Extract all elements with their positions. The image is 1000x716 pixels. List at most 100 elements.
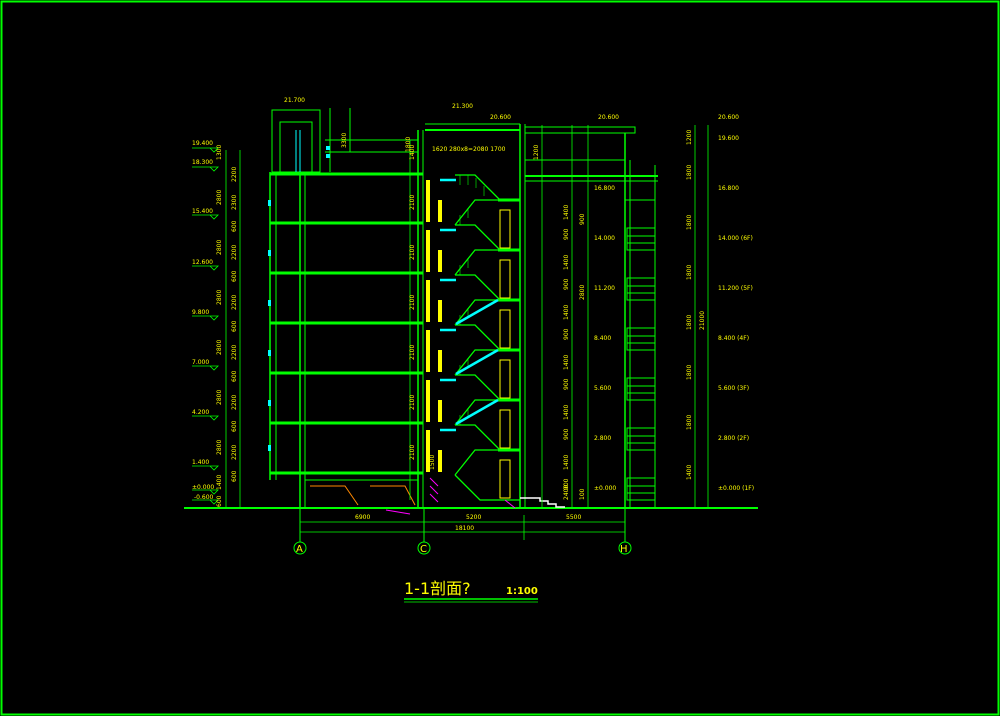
mid-elev-5: 5.600 xyxy=(594,385,611,392)
svg-text:1200: 1200 xyxy=(686,130,693,145)
stair-top-label: 1620 280x8=2080 1700 xyxy=(432,146,506,153)
right-elev-5: 8.400 (4F) xyxy=(718,335,749,342)
mid-elev-3: 11.200 xyxy=(594,285,615,292)
svg-text:2100: 2100 xyxy=(409,245,416,260)
top-label-2: 21.300 xyxy=(452,103,473,110)
left-elev-9: ±0.000 xyxy=(192,484,214,491)
svg-text:1400: 1400 xyxy=(563,355,570,370)
svg-text:1400: 1400 xyxy=(216,475,223,490)
svg-text:600: 600 xyxy=(231,320,238,332)
left-elev-2: 18.300 xyxy=(192,159,213,166)
left-facade-windows xyxy=(268,146,330,451)
grid-axis-bubbles xyxy=(293,508,632,555)
svg-text:2100: 2100 xyxy=(409,445,416,460)
right-elev-1: 19.600 xyxy=(718,135,739,142)
svg-text:900: 900 xyxy=(563,328,570,340)
svg-text:1400: 1400 xyxy=(563,205,570,220)
svg-text:900: 900 xyxy=(579,213,586,225)
right-elev-8: ±0.000 (1F) xyxy=(718,485,754,492)
mid-elev-7: ±0.000 xyxy=(594,485,616,492)
svg-text:2800: 2800 xyxy=(216,340,223,355)
svg-text:1400: 1400 xyxy=(563,255,570,270)
left-elev-6: 7.000 xyxy=(192,359,209,366)
svg-text:600: 600 xyxy=(216,495,223,507)
svg-text:2100: 2100 xyxy=(409,395,416,410)
svg-text:2800: 2800 xyxy=(216,290,223,305)
svg-text:900: 900 xyxy=(563,428,570,440)
svg-text:1800: 1800 xyxy=(686,215,693,230)
svg-text:1800: 1800 xyxy=(686,415,693,430)
svg-text:1400: 1400 xyxy=(563,455,570,470)
svg-text:1800: 1800 xyxy=(686,365,693,380)
left-elev-5: 9.800 xyxy=(192,309,209,316)
svg-text:1800: 1800 xyxy=(405,137,412,152)
svg-text:2300: 2300 xyxy=(231,195,238,210)
grid-axis-h: H xyxy=(620,544,628,555)
bottom-dim-2: 5200 xyxy=(466,514,481,521)
top-label-3: 20.600 xyxy=(490,114,511,121)
svg-text:2200: 2200 xyxy=(231,167,238,182)
svg-text:1500: 1500 xyxy=(429,455,436,470)
grid-axis-c: C xyxy=(420,544,427,555)
right-inner-dims: 1400 900 1400 900 1400 900 1400 900 1400… xyxy=(563,205,570,490)
foundation-hatch xyxy=(385,477,516,515)
svg-text:900: 900 xyxy=(563,478,570,490)
svg-text:2200: 2200 xyxy=(231,245,238,260)
top-label-4: 20.600 xyxy=(598,114,619,121)
svg-text:1800: 1800 xyxy=(686,265,693,280)
svg-text:2800: 2800 xyxy=(216,190,223,205)
misc-small-labels: 3300 1800 900 2800 21000 1200 2400 100 1… xyxy=(341,133,706,500)
dimension-chains xyxy=(225,125,709,540)
stair-slab-edges xyxy=(440,178,499,432)
svg-text:1800: 1800 xyxy=(686,165,693,180)
right-elev-2: 16.800 xyxy=(718,185,739,192)
left-elev-4: 12.600 xyxy=(192,259,213,266)
mid-elev-6: 2.800 xyxy=(594,435,611,442)
right-elev-7: 2.800 (2F) xyxy=(718,435,749,442)
mid-elev-4: 8.400 xyxy=(594,335,611,342)
left-elev-3: 15.400 xyxy=(192,208,213,215)
stair-wall-infill xyxy=(426,180,442,472)
svg-text:2800: 2800 xyxy=(216,440,223,455)
left-elev-10: -0.600 xyxy=(194,494,214,501)
svg-text:2200: 2200 xyxy=(231,345,238,360)
svg-text:1800: 1800 xyxy=(686,315,693,330)
right-col-dims: 1200 1800 1800 1800 1800 1800 1800 1400 xyxy=(686,130,693,480)
left-elev-7: 4.200 xyxy=(192,409,209,416)
mid-elev-1: 16.800 xyxy=(594,185,615,192)
drawing-scale: 1:100 xyxy=(506,586,538,597)
svg-text:2100: 2100 xyxy=(409,345,416,360)
left-inner-dims: 2300 600 2200 600 2200 600 2200 600 2200… xyxy=(231,167,238,482)
right-building-block xyxy=(524,126,658,508)
svg-text:600: 600 xyxy=(231,220,238,232)
right-elev-6: 5.600 (3F) xyxy=(718,385,749,392)
svg-text:1400: 1400 xyxy=(409,145,416,160)
entry-steps xyxy=(520,497,565,508)
top-label-5: 20.600 xyxy=(718,114,739,121)
svg-text:2100: 2100 xyxy=(409,195,416,210)
svg-text:1400: 1400 xyxy=(563,305,570,320)
left-elev-1: 19.400 xyxy=(192,140,213,147)
stair-core xyxy=(425,123,526,508)
elevation-markers-left xyxy=(192,147,219,505)
grid-axis-a: A xyxy=(296,544,303,555)
bottom-dim-3: 5500 xyxy=(566,514,581,521)
svg-text:2400: 2400 xyxy=(563,485,570,500)
svg-text:1200: 1200 xyxy=(533,145,540,160)
drawing-title: 1-1剖面? xyxy=(404,579,471,598)
svg-text:900: 900 xyxy=(563,278,570,290)
svg-text:900: 900 xyxy=(563,228,570,240)
svg-text:2200: 2200 xyxy=(231,445,238,460)
left-storey-dims: 1300 2800 2800 2800 2800 2800 2800 1400 … xyxy=(216,145,223,507)
svg-text:2200: 2200 xyxy=(231,395,238,410)
svg-text:600: 600 xyxy=(231,270,238,282)
svg-text:3300: 3300 xyxy=(341,133,348,148)
svg-text:900: 900 xyxy=(563,378,570,390)
svg-text:1300: 1300 xyxy=(216,145,223,160)
svg-text:21000: 21000 xyxy=(699,311,706,330)
svg-text:2100: 2100 xyxy=(409,295,416,310)
right-elev-3: 14.000 (6F) xyxy=(718,235,753,242)
